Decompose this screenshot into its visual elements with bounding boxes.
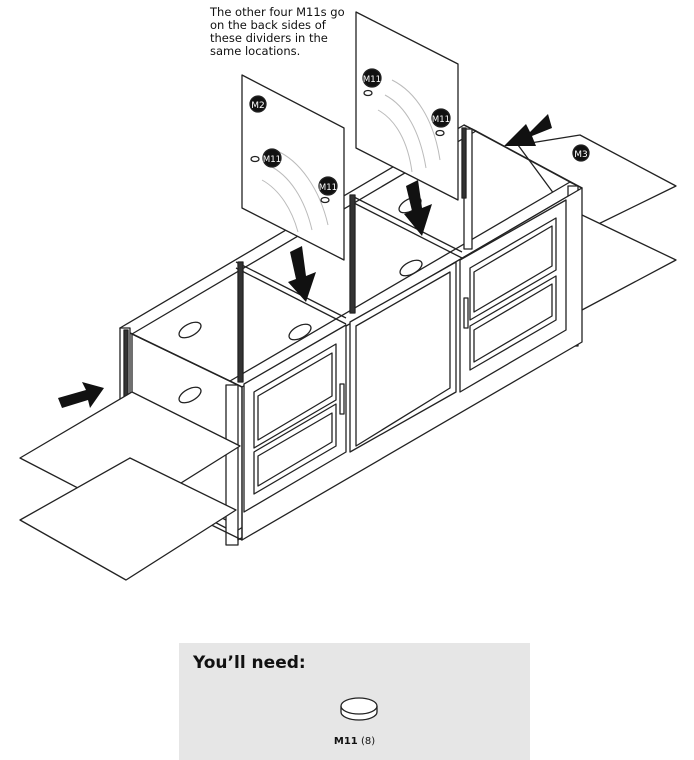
part-label: M11 (8): [179, 736, 530, 747]
arrow-down-right: [404, 180, 432, 236]
label-m3: M3: [574, 150, 588, 160]
round-pad-icon: [340, 697, 378, 721]
note-line-2: on the back sides of: [210, 18, 326, 32]
label-m11-a: M11: [263, 155, 281, 165]
label-m11-d: M11: [432, 115, 450, 125]
part-quantity: (8): [360, 736, 376, 747]
note-line-4: same locations.: [210, 44, 301, 58]
part-name: M11: [333, 736, 358, 747]
right-door: [459, 199, 567, 393]
label-m3-badge: M3: [572, 144, 590, 162]
parts-needed-title: You’ll need:: [193, 653, 306, 673]
middle-door: [349, 261, 457, 453]
note-line-3: these dividers in the: [210, 31, 328, 45]
left-door: [243, 324, 347, 513]
divider-panel-right: M11 M11: [355, 11, 459, 201]
cable-holes: [178, 196, 423, 404]
arrow-down-left: [288, 246, 316, 302]
arrow-right-in: [58, 382, 104, 408]
label-m2: M2: [251, 101, 265, 111]
note-line-1: The other four M11s go: [210, 5, 345, 19]
divider-panel-m2: M2 M11 M11: [241, 74, 345, 261]
left-glass-shelf-bottom: [19, 457, 237, 581]
label-m11-b: M11: [319, 183, 337, 193]
arrow-left-in: [504, 114, 552, 146]
instruction-note: The other four M11s go on the back sides…: [210, 6, 360, 58]
assembly-diagram: M2 M11 M11 M11 M11 M3: [19, 11, 677, 581]
label-m11-c: M11: [363, 75, 381, 85]
parts-needed-box: You’ll need: M11 (8): [179, 643, 530, 760]
